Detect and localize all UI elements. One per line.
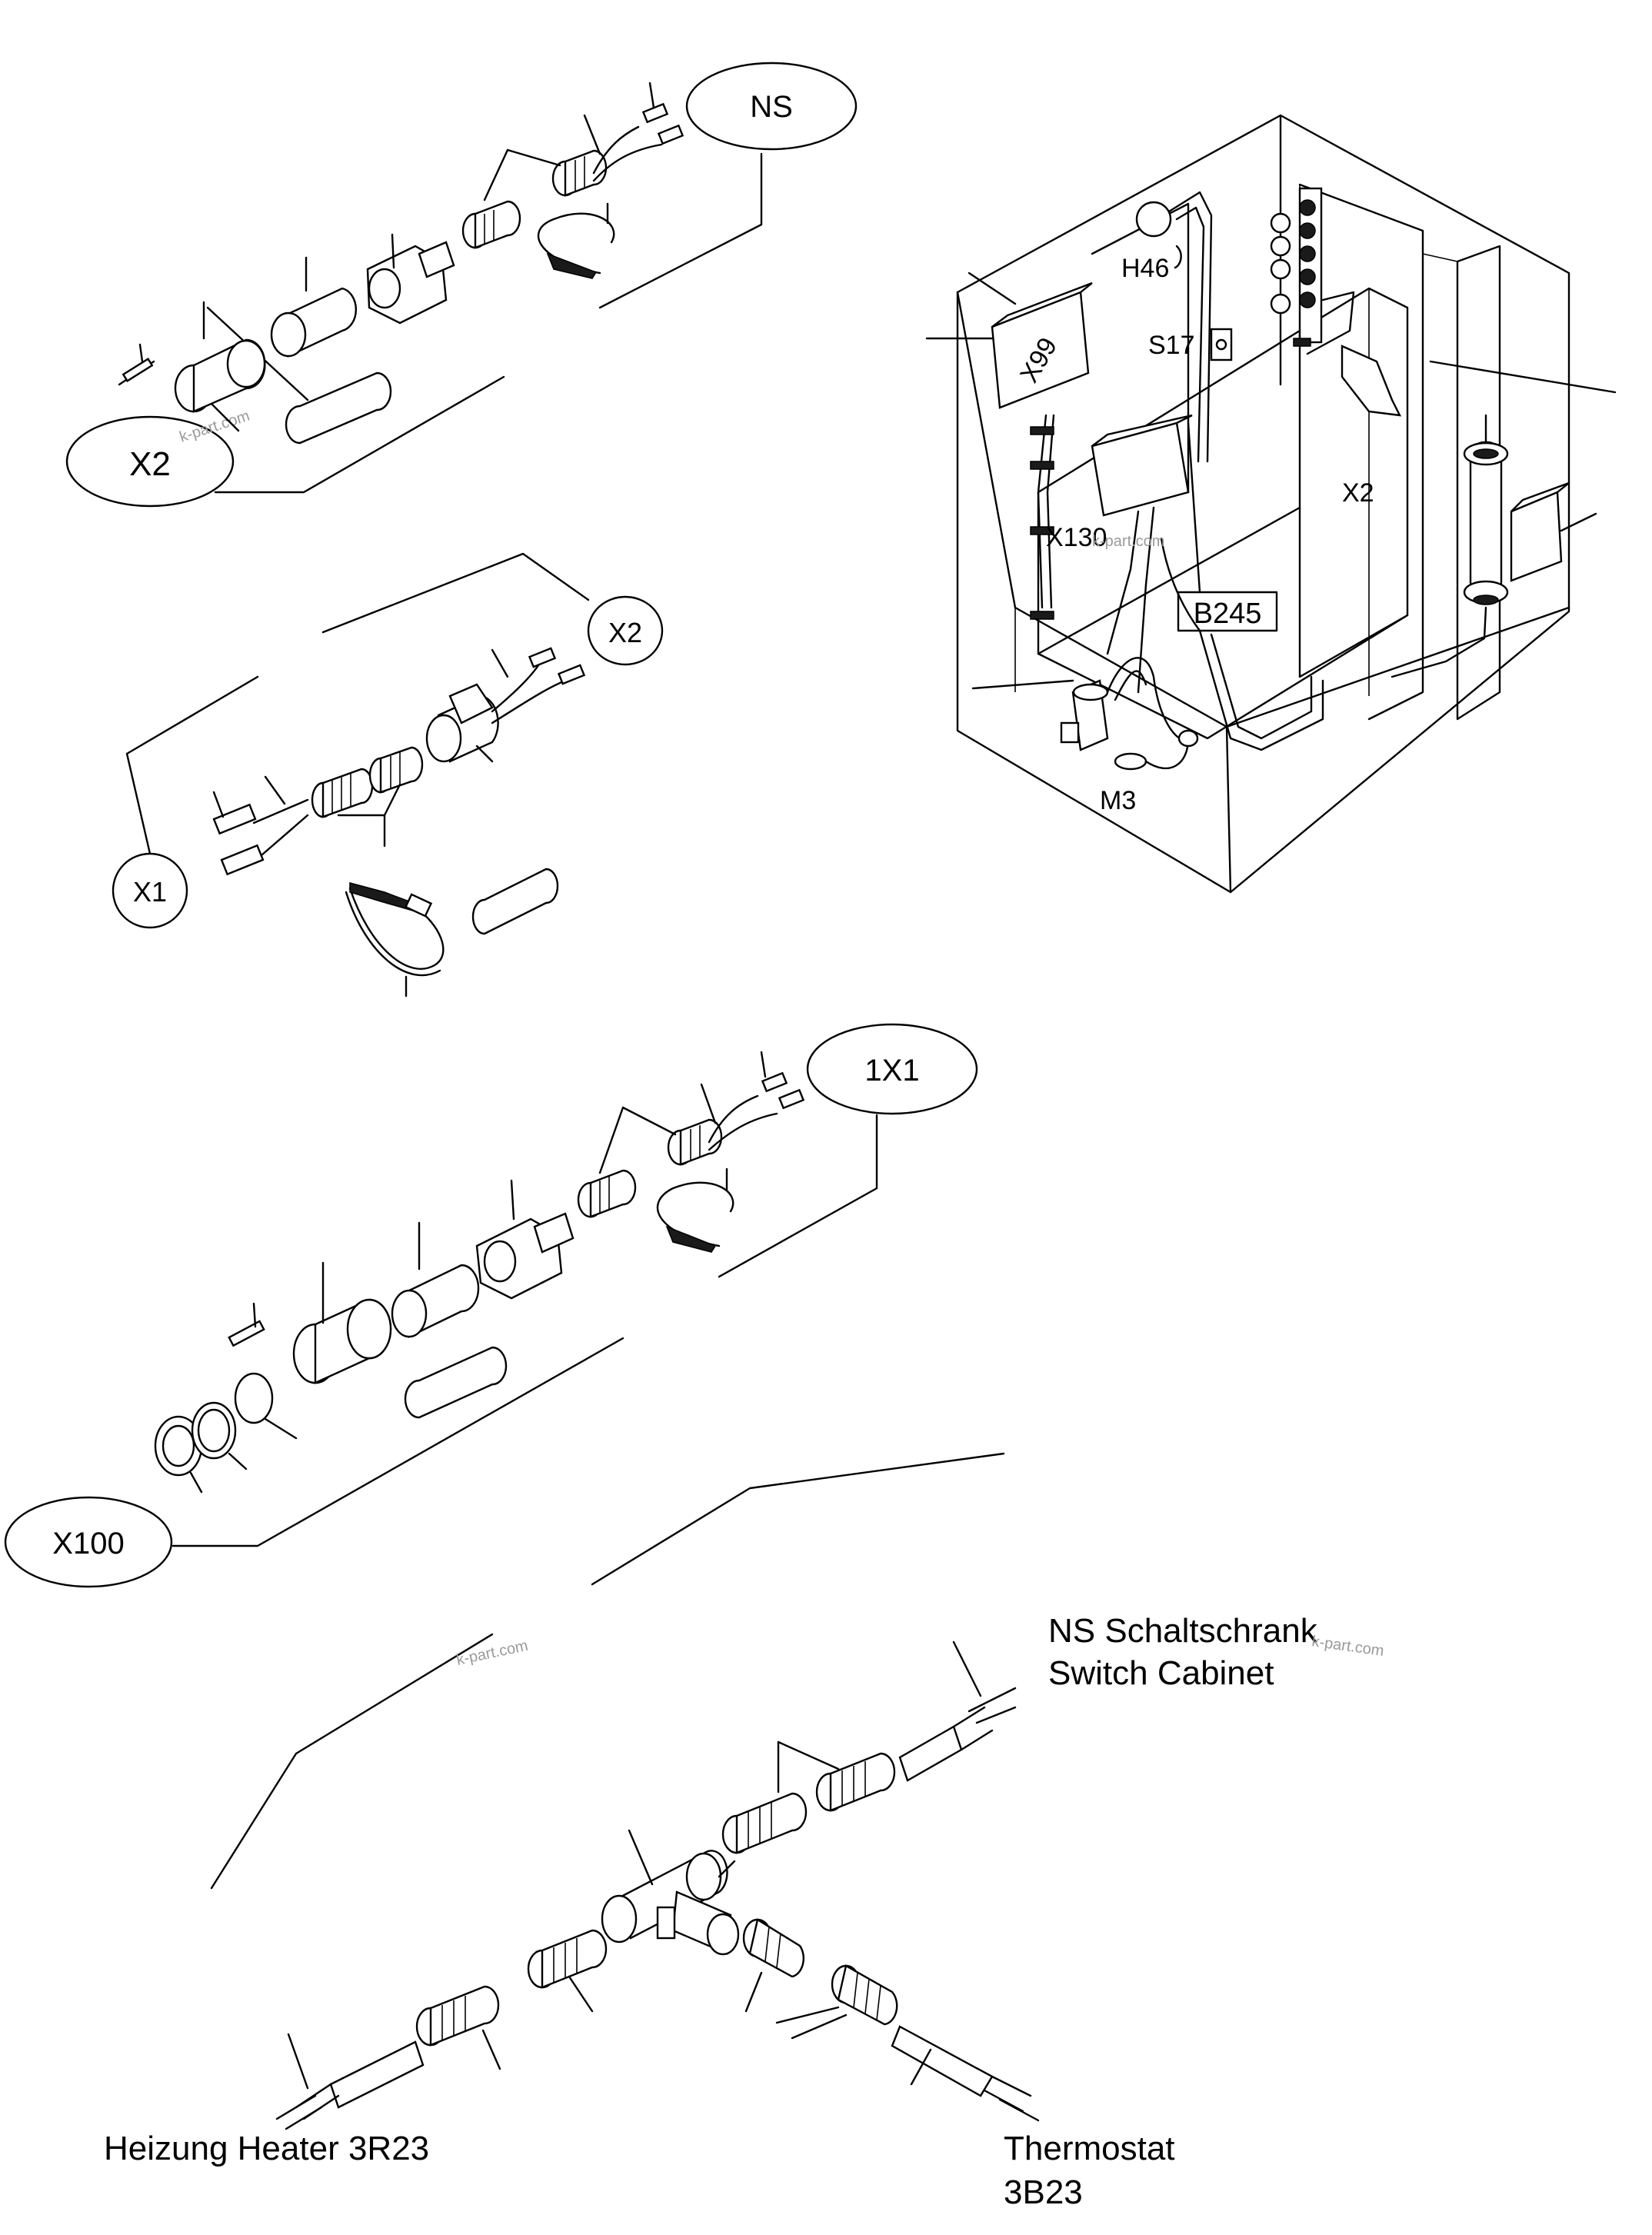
nut xyxy=(366,233,455,325)
s17-switch: S17 xyxy=(1148,328,1233,361)
ns-top-bubble[interactable] xyxy=(685,62,858,151)
grommet-t-5 xyxy=(742,1918,804,2013)
x2-top-label: X2 xyxy=(129,445,171,483)
s17-label: S17 xyxy=(1148,331,1195,360)
svg-text:B245: B245 xyxy=(1194,598,1262,630)
grommet-mid-2 xyxy=(368,746,424,794)
grommet-1 xyxy=(461,200,521,249)
grommet-lower-1 xyxy=(577,1169,637,1218)
nut-lower xyxy=(475,1179,575,1300)
control-box xyxy=(1091,414,1201,694)
cable-tie-mid xyxy=(345,882,445,998)
x2-cabinet-label: X2 xyxy=(1342,478,1374,508)
x100-bubble[interactable] xyxy=(4,1496,173,1588)
switch-cabinet-drawing: X99 H46 S17 xyxy=(925,114,1617,894)
side-junction-box xyxy=(1510,481,1597,582)
contact-pin xyxy=(118,343,155,386)
gland-body-lower xyxy=(292,1261,392,1384)
x99-junction-box: X99 xyxy=(925,271,1093,409)
watermark: k-part.com xyxy=(178,408,252,446)
thermostat-callout-line2: 3B23 xyxy=(1004,2173,1083,2211)
x130-label: X130 xyxy=(1046,523,1107,552)
thermostat-element xyxy=(1341,345,1617,417)
m3-label: M3 xyxy=(1100,786,1136,815)
x2-mid-bubble[interactable] xyxy=(587,595,664,666)
cable-to-switch-cabinet xyxy=(898,1640,1017,1782)
grommet-mid-1 xyxy=(311,768,374,818)
ns-top-label: NS xyxy=(750,90,793,124)
terminal-strip xyxy=(1270,187,1355,355)
one-x1-label: 1X1 xyxy=(864,1054,919,1088)
lock-nut xyxy=(154,1415,203,1494)
grommet-2 xyxy=(551,149,608,197)
m3-pump: M3 xyxy=(971,657,1199,815)
cable-tie-lower xyxy=(656,1167,734,1253)
heater-cable xyxy=(275,2033,425,2130)
sleeve xyxy=(270,256,358,358)
t-piece-body xyxy=(601,1829,740,1956)
cable-gland-assembly-x2: NS X2 k-part.com xyxy=(65,62,858,508)
one-x1-bubble[interactable] xyxy=(806,1023,978,1115)
x2-mid-label: X2 xyxy=(608,617,642,648)
switch-cabinet-callout-line1: NS Schaltschrank xyxy=(1048,1612,1318,1650)
connector-assembly-x1: X2 X1 xyxy=(112,552,664,998)
washer-1 xyxy=(191,1401,248,1471)
h46-label: H46 xyxy=(1121,254,1169,283)
watermark: k-part.com xyxy=(455,1637,529,1669)
grommet-lower-2 xyxy=(667,1118,723,1166)
x2-top-bubble[interactable] xyxy=(65,415,235,508)
watermark: k-part.com xyxy=(1092,533,1164,550)
heater-callout: Heizung Heater 3R23 xyxy=(104,2130,429,2167)
cable-gland-assembly-x100: 1X1 X100 xyxy=(4,1023,978,1588)
connector-housing xyxy=(425,683,499,763)
x100-label: X100 xyxy=(52,1527,124,1561)
cable-tie xyxy=(537,202,615,279)
thermostat-callout-line1: Thermostat xyxy=(1004,2130,1175,2167)
switch-cabinet-callout-line2: Switch Cabinet xyxy=(1048,1654,1274,1692)
heater-tube xyxy=(1391,414,1509,678)
grommet-t-4 xyxy=(415,1985,501,2070)
grommet-t-6 xyxy=(775,1964,898,2040)
grommet-t-3 xyxy=(527,1929,608,2013)
conduit-lower xyxy=(404,1346,508,1419)
watermark: k-part.com xyxy=(1311,1633,1385,1660)
gland-body xyxy=(174,301,266,413)
washer-2 xyxy=(234,1372,298,1440)
t-junction-assembly: NS Schaltschrank Switch Cabinet k-part.c… xyxy=(104,1452,1385,2211)
conduit-mid xyxy=(471,868,559,935)
h46-lamp: H46 xyxy=(1121,191,1213,463)
conduit-section xyxy=(285,371,392,445)
grommet-t-1 xyxy=(815,1752,896,1812)
sleeve-lower xyxy=(391,1221,480,1338)
x1-label: X1 xyxy=(133,876,167,908)
b245-sensor-label: B245 xyxy=(1177,421,1278,632)
thermostat-cable xyxy=(891,2025,1040,2122)
grommet-t-2 xyxy=(721,1792,808,1854)
